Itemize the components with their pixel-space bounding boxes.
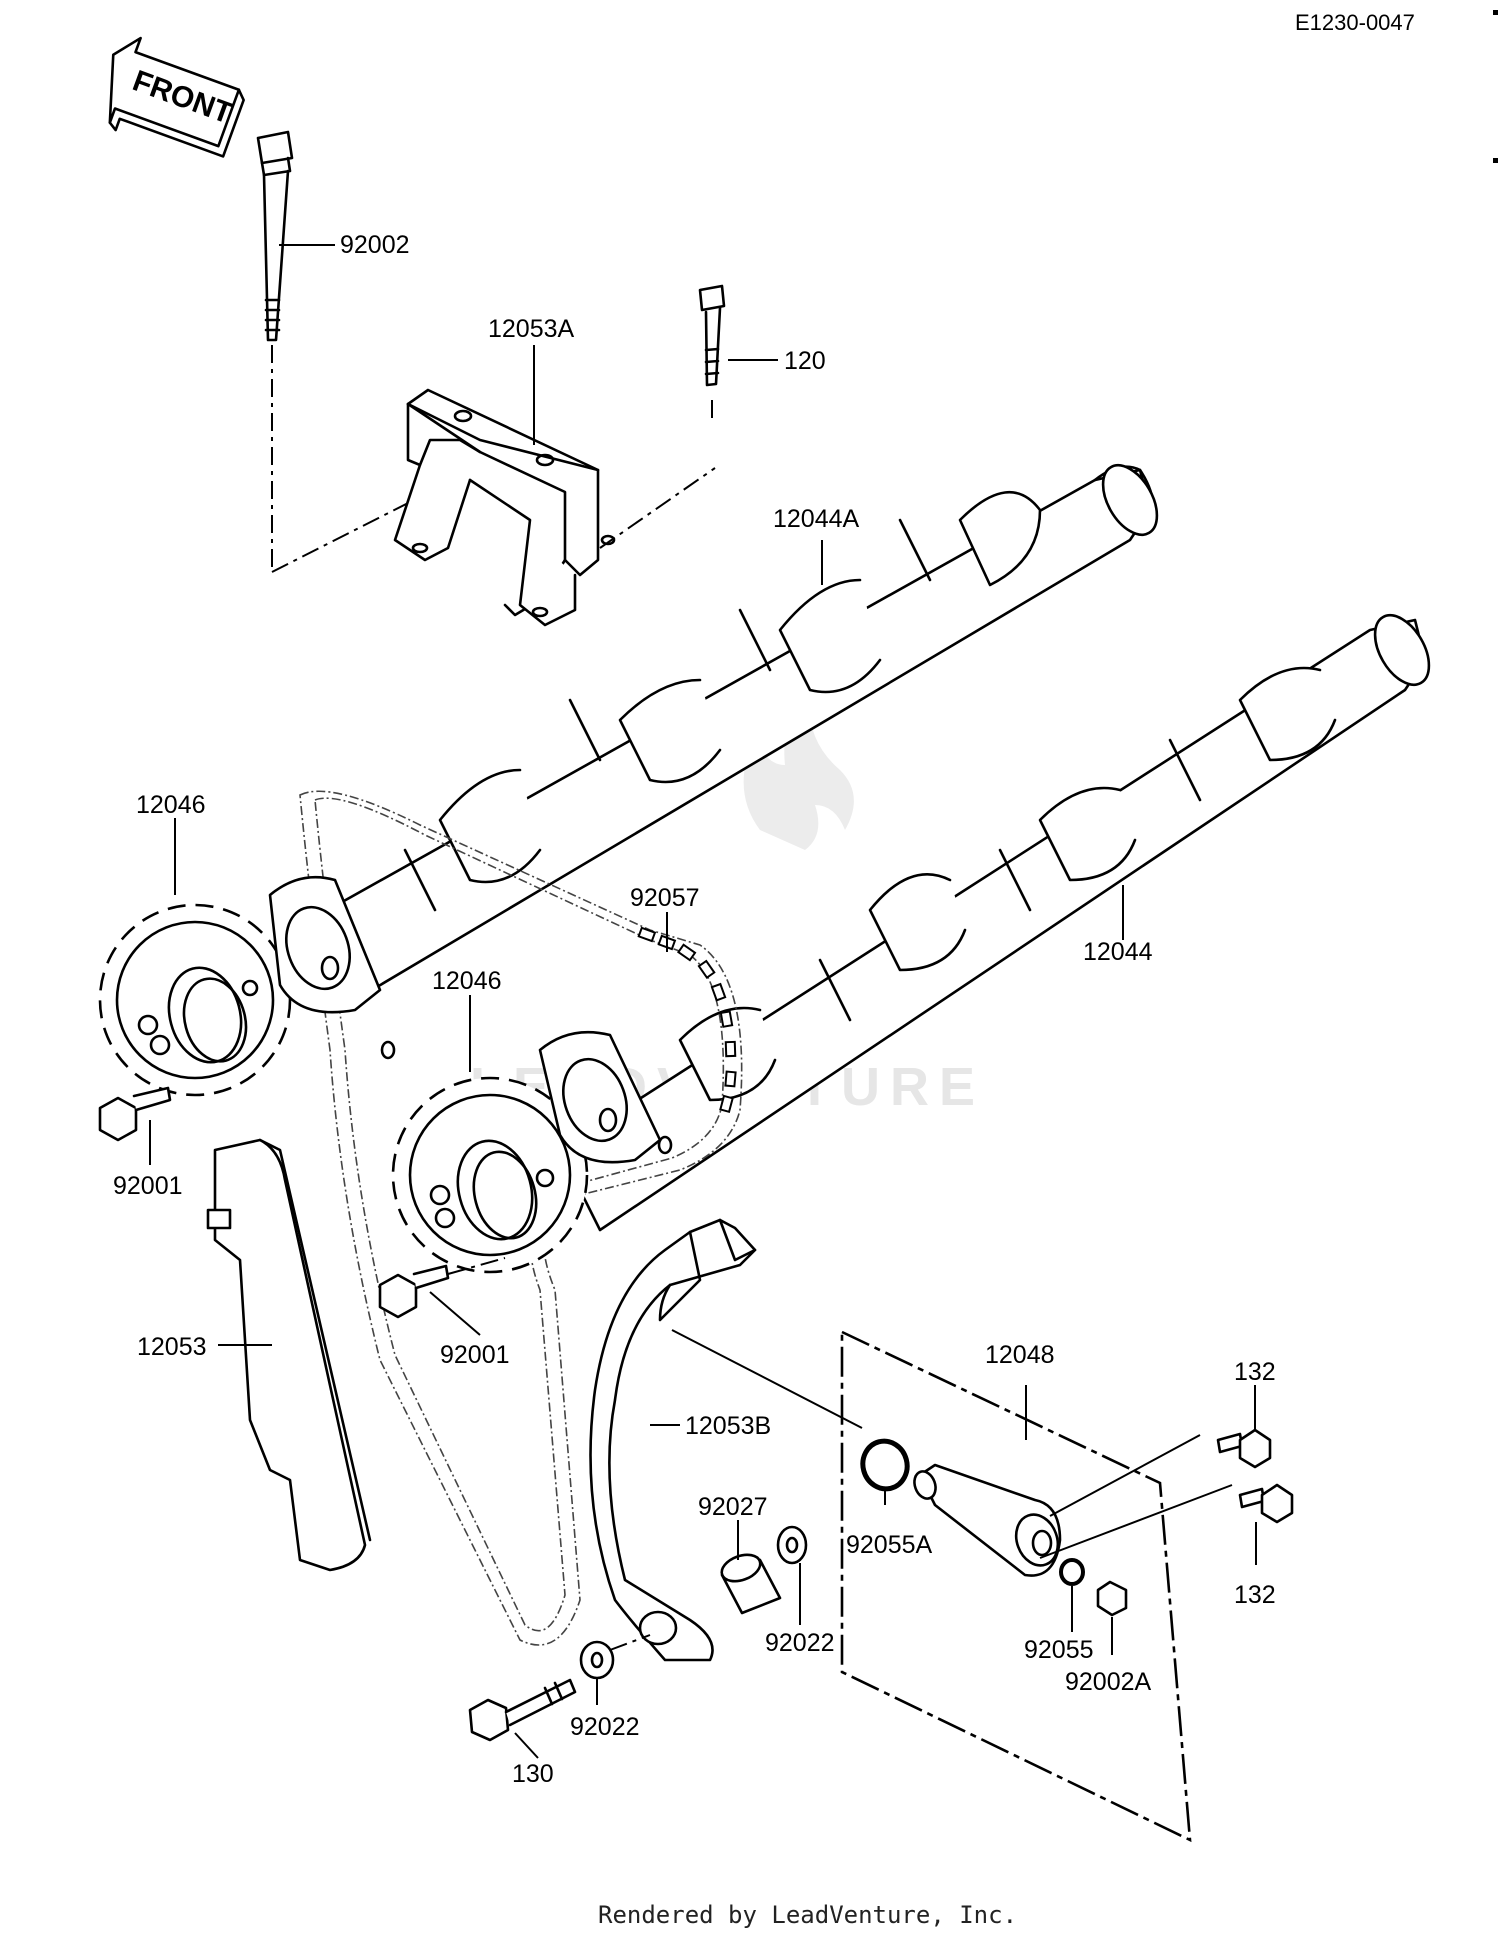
- bolt-132-lower: [1238, 1483, 1294, 1524]
- label-92027: 92027: [698, 1493, 768, 1521]
- label-120: 120: [784, 347, 826, 375]
- bolt-132-upper: [1216, 1428, 1272, 1469]
- cam-chain-92057: [299, 790, 743, 1646]
- front-arrow-icon: FRONT: [108, 36, 245, 158]
- label-92022-upper: 92022: [765, 1629, 835, 1657]
- tensioner-guide-12053B: [589, 1218, 863, 1662]
- sprocket-bolt-92001-right: [378, 1257, 506, 1319]
- label-12044A: 12044A: [773, 505, 860, 533]
- label-12046-left: 12046: [136, 791, 206, 819]
- tensioner-assembly-12048: [840, 1329, 1233, 1843]
- label-12046-right: 12046: [432, 967, 502, 995]
- camshaft-end-right: [538, 1030, 673, 1164]
- camshaft-12044: [558, 614, 1431, 1232]
- label-92001-right: 92001: [440, 1341, 510, 1369]
- label-12053A: 12053A: [488, 315, 575, 343]
- bolt-120: [698, 284, 726, 420]
- camshaft-holder-12053A: [393, 388, 716, 627]
- label-132-lower: 132: [1234, 1581, 1276, 1609]
- footer-credit: Rendered by LeadVenture, Inc.: [598, 1901, 1017, 1929]
- label-132-upper: 132: [1234, 1358, 1276, 1386]
- part-labels: 92002 12053A 120 12044A 12046 92057 1204…: [113, 231, 1276, 1788]
- label-12053B: 12053B: [685, 1412, 771, 1440]
- long-bolt-92002: [256, 130, 419, 573]
- label-92055A: 92055A: [846, 1531, 933, 1559]
- chain-guide-12053: [206, 1138, 372, 1572]
- label-92002A: 92002A: [1065, 1668, 1152, 1696]
- label-130: 130: [512, 1760, 554, 1788]
- label-92055: 92055: [1024, 1636, 1094, 1664]
- camshaft-end-left: [268, 875, 396, 1060]
- diagram-code: E1230-0047: [1295, 10, 1415, 35]
- label-92002: 92002: [340, 231, 410, 259]
- label-92001-left: 92001: [113, 1172, 183, 1200]
- label-12044: 12044: [1083, 938, 1153, 966]
- label-12048: 12048: [985, 1341, 1055, 1369]
- label-12053: 12053: [137, 1333, 207, 1361]
- cam-sprocket-12046-right: [391, 1076, 589, 1274]
- label-92022-lower: 92022: [570, 1713, 640, 1741]
- bolt-92002A: [1096, 1580, 1128, 1617]
- cam-sprocket-12046-left: [98, 903, 292, 1097]
- camshaft-12044A: [308, 464, 1159, 1002]
- bolt-130: [468, 1678, 577, 1742]
- collar-92027: [720, 1553, 782, 1615]
- label-92057: 92057: [630, 884, 700, 912]
- sprocket-bolt-92001-left: [98, 1086, 172, 1142]
